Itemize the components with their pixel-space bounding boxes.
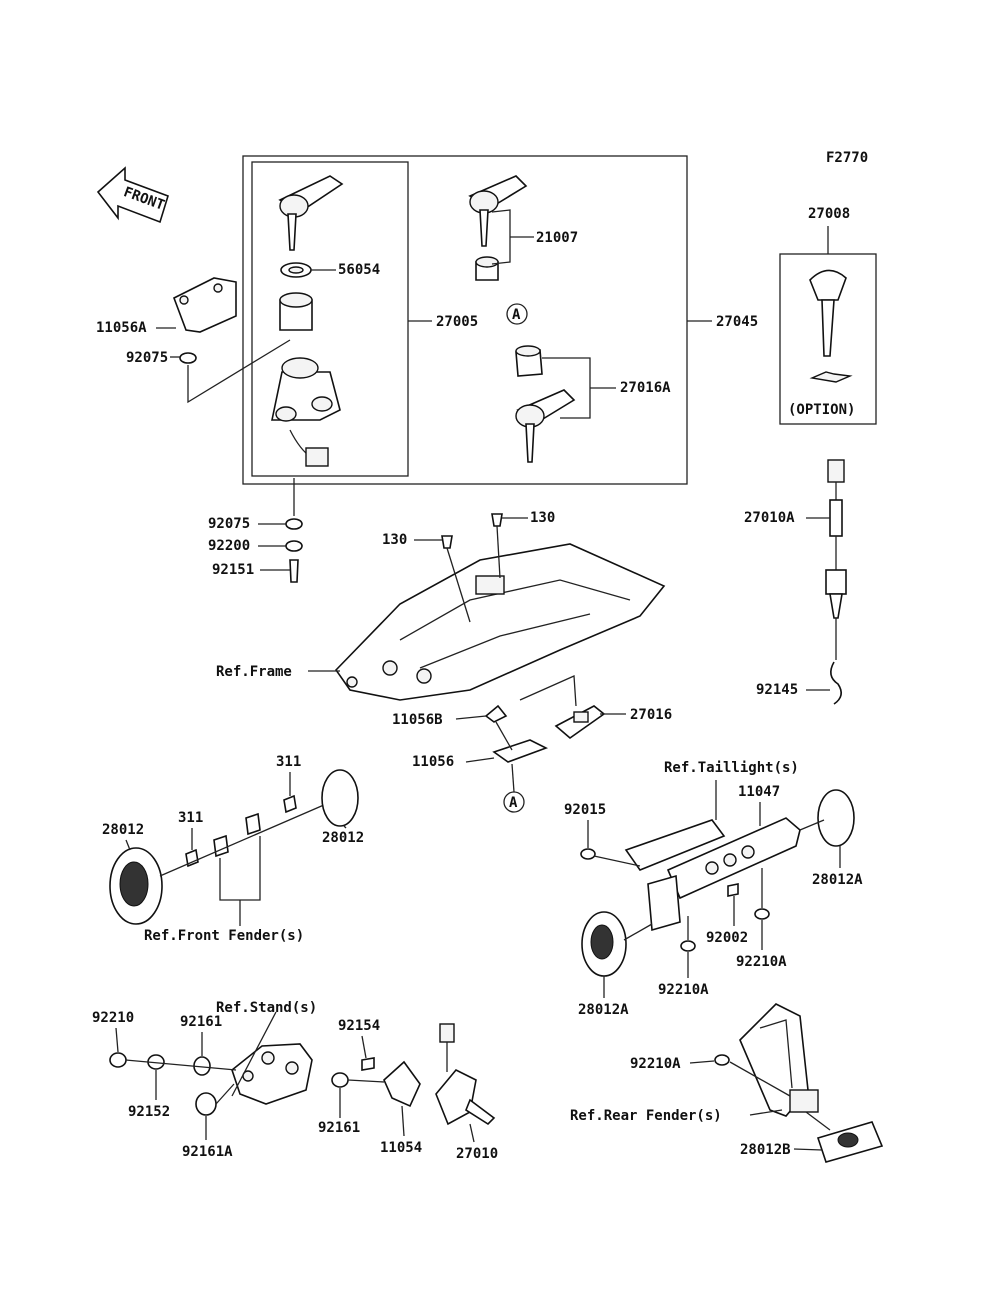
bracket-11056b-icon (484, 704, 508, 723)
reflector-28012a-right-icon (817, 789, 855, 847)
label-11047: 11047 (738, 784, 780, 800)
kit-box-27045 (242, 155, 688, 485)
nut-311-left-icon (185, 848, 199, 868)
label-92210a-right: 92210A (736, 954, 787, 970)
nut-92210a-fender-icon (714, 1054, 730, 1066)
label-92210a-fender: 92210A (630, 1056, 681, 1072)
nut-92210a-lower-icon (680, 940, 696, 952)
bracket-11056a-icon (172, 277, 237, 333)
bolt-130-right-icon (491, 513, 503, 527)
label-ref-taillight: Ref.Taillight(s) (664, 760, 799, 776)
nut-92210-icon (109, 1052, 127, 1068)
nut-92075-bottom-icon (285, 518, 303, 530)
label-92075-bottom: 92075 (208, 516, 250, 532)
label-11056a: 11056A (96, 320, 147, 336)
label-27016a: 27016A (620, 380, 671, 396)
adapter-left-icon (213, 834, 229, 858)
label-130-left: 130 (382, 532, 407, 548)
label-27016: 27016 (630, 707, 672, 723)
callout-a-bottom-label: A (509, 795, 518, 811)
side-stand-switch-27010-icon (435, 1023, 496, 1126)
callout-a-top-label: A (512, 307, 521, 323)
label-28012-left: 28012 (102, 822, 144, 838)
label-option: (OPTION) (788, 402, 855, 418)
label-92151: 92151 (212, 562, 254, 578)
nut-92015-icon (580, 848, 596, 860)
label-27045: 27045 (716, 314, 758, 330)
label-130-right: 130 (530, 510, 555, 526)
bolt-92002-icon (727, 883, 739, 897)
adapter-right-icon (245, 812, 261, 836)
label-56054: 56054 (338, 262, 380, 278)
seat-lock-icon (515, 345, 543, 377)
label-27010a: 27010A (744, 510, 795, 526)
spring-92145-icon (830, 661, 842, 705)
label-ref-stand: Ref.Stand(s) (216, 1000, 317, 1016)
front-arrow-icon: FRONT (96, 166, 169, 224)
bolt-130-left-icon (441, 535, 453, 549)
label-311-left: 311 (178, 810, 203, 826)
label-92002: 92002 (706, 930, 748, 946)
rear-fender-icon (739, 1003, 819, 1117)
ignition-switch-icon (271, 357, 341, 467)
label-ref-front-fender: Ref.Front Fender(s) (144, 928, 304, 944)
nut-92210a-right-icon (754, 908, 770, 920)
option-key-icon (809, 269, 853, 383)
label-28012-right: 28012 (322, 830, 364, 846)
label-92161-left: 92161 (180, 1014, 222, 1030)
label-27010: 27010 (456, 1146, 498, 1162)
label-28012a-left: 28012A (578, 1002, 629, 1018)
nut-311-right-icon (283, 794, 297, 814)
label-27008: 27008 (808, 206, 850, 222)
label-28012a-right: 28012A (812, 872, 863, 888)
label-21007: 21007 (536, 230, 578, 246)
key-27016a-icon (515, 389, 576, 463)
bracket-11056-icon (492, 721, 549, 763)
label-11054: 11054 (380, 1140, 422, 1156)
label-92210: 92210 (92, 1010, 134, 1026)
ignition-key-icon (278, 175, 344, 251)
label-311-right: 311 (276, 754, 301, 770)
label-92210a-lower: 92210A (658, 982, 709, 998)
label-11056b: 11056B (392, 712, 443, 728)
label-28012b: 28012B (740, 1142, 791, 1158)
callout-a-top (506, 303, 528, 325)
label-ref-frame: Ref.Frame (216, 664, 292, 680)
key-21007-icon (468, 175, 528, 247)
collar-92161-right-icon (331, 1072, 349, 1088)
bracket-11047-icon (624, 817, 801, 932)
nut-92075-top-icon (179, 352, 197, 364)
reflector-28012a-left-icon (581, 911, 627, 977)
label-92154: 92154 (338, 1018, 380, 1034)
label-92200: 92200 (208, 538, 250, 554)
label-92145: 92145 (756, 682, 798, 698)
reflector-28012-right-icon (321, 769, 359, 827)
label-11056: 11056 (412, 754, 454, 770)
figure-code: F2770 (826, 150, 868, 166)
lock-cylinder-icon (475, 256, 499, 281)
reflector-28012b-icon (816, 1121, 884, 1163)
reflector-28012-left-icon (109, 847, 163, 925)
bolt-92151-icon (289, 559, 299, 583)
callout-a-bottom (503, 791, 525, 813)
kit-box-27005 (251, 161, 409, 477)
bracket-11054-icon (383, 1060, 421, 1108)
label-92015: 92015 (564, 802, 606, 818)
washer-92200-icon (285, 540, 303, 552)
lock-27016-icon (554, 705, 606, 740)
label-27005: 27005 (436, 314, 478, 330)
label-92075-top: 92075 (126, 350, 168, 366)
label-92161-right: 92161 (318, 1120, 360, 1136)
bolt-92154-icon (361, 1057, 375, 1071)
frame-icon (334, 543, 666, 701)
label-ref-rear-fender: Ref.Rear Fender(s) (570, 1108, 722, 1124)
label-92161a: 92161A (182, 1144, 233, 1160)
label-92152: 92152 (128, 1104, 170, 1120)
ignition-cap-icon (279, 292, 313, 331)
stop-switch-27010a-icon (825, 459, 847, 660)
cap-92161a-icon (195, 1092, 217, 1116)
